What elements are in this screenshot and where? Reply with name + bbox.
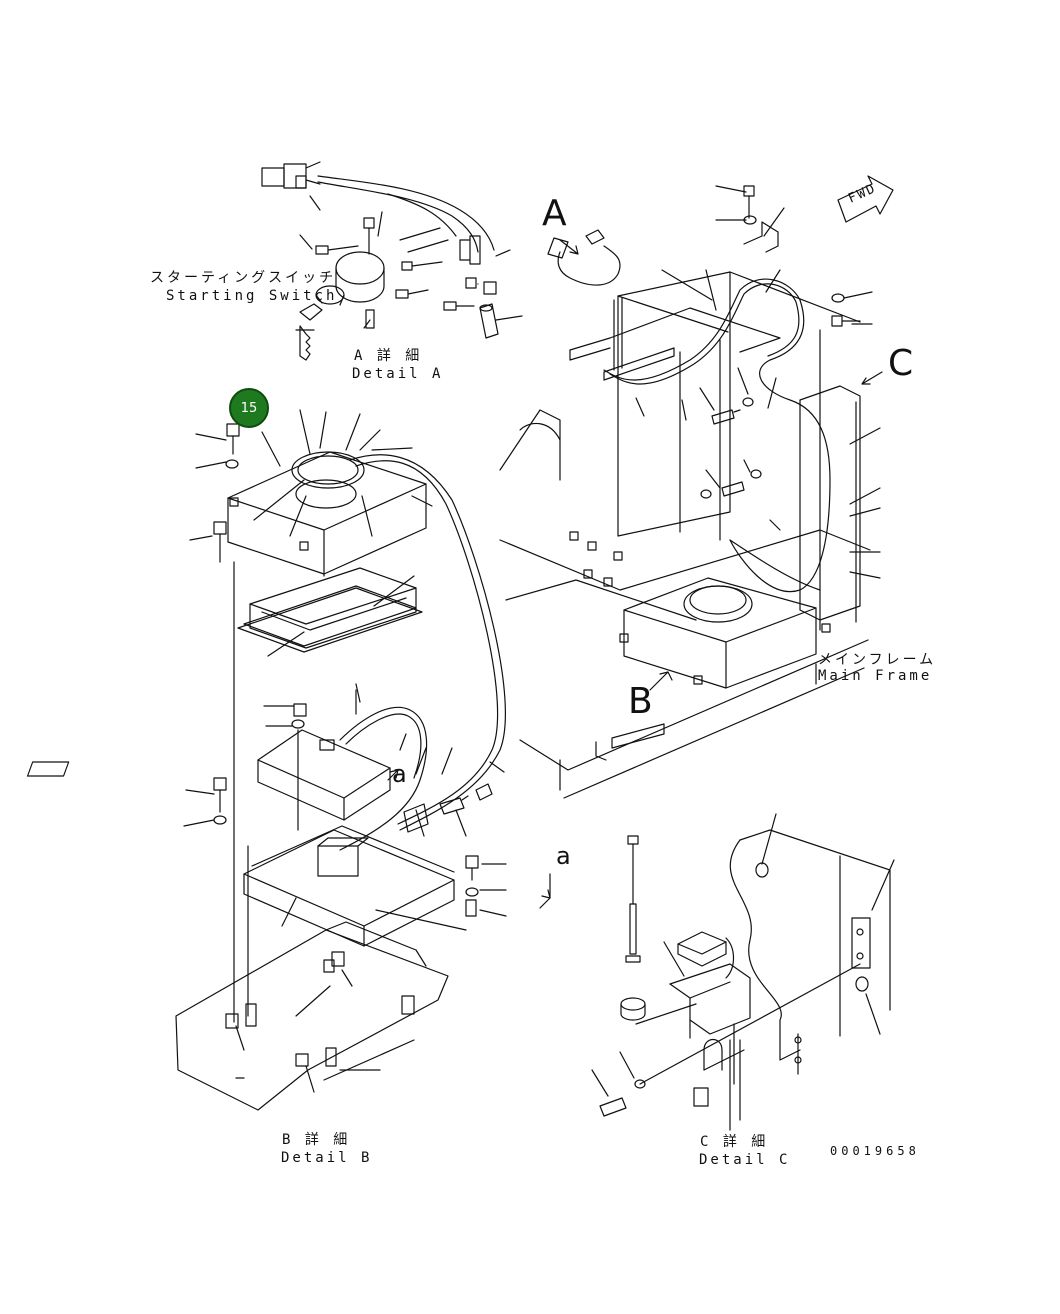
detail-b-drawing [26,409,551,1111]
detail-c-drawing [591,813,895,1131]
view-a-letter: A [542,193,567,234]
main-frame-label-jp: メインフレーム [818,652,937,668]
view-c-letter: C [888,343,914,384]
view-c-arrow-icon [861,371,883,385]
detail-c-title-en: Detail C [699,1152,791,1168]
detail-a-title-en: Detail A [352,366,444,382]
drawing-number: 00019658 [830,1144,920,1158]
view-a-arrow-icon [559,239,579,255]
detail-c-title-jp: C 詳 細 [700,1134,769,1150]
detail-b-title-jp: B 詳 細 [282,1132,351,1148]
detail-a-drawing [261,161,523,361]
detail-b-title-en: Detail B [281,1150,373,1166]
view-b-arrow-icon [649,671,673,691]
view-b-letter: B [628,681,653,722]
main-frame-drawing [499,185,883,799]
fwd-arrow-icon [837,175,894,223]
callout-number: 15 [240,400,258,416]
callout-15-button[interactable]: 15 [229,388,269,428]
starting-switch-label-en: Starting Switch [166,288,338,304]
starting-switch-label-jp: スターティングスイッチ [150,270,337,286]
view-a-small-marker-right: a [556,842,571,870]
detail-a-title-jp: A 詳 細 [354,348,423,364]
view-a-small-marker: a [392,760,407,788]
main-frame-label-en: Main Frame [818,668,933,684]
